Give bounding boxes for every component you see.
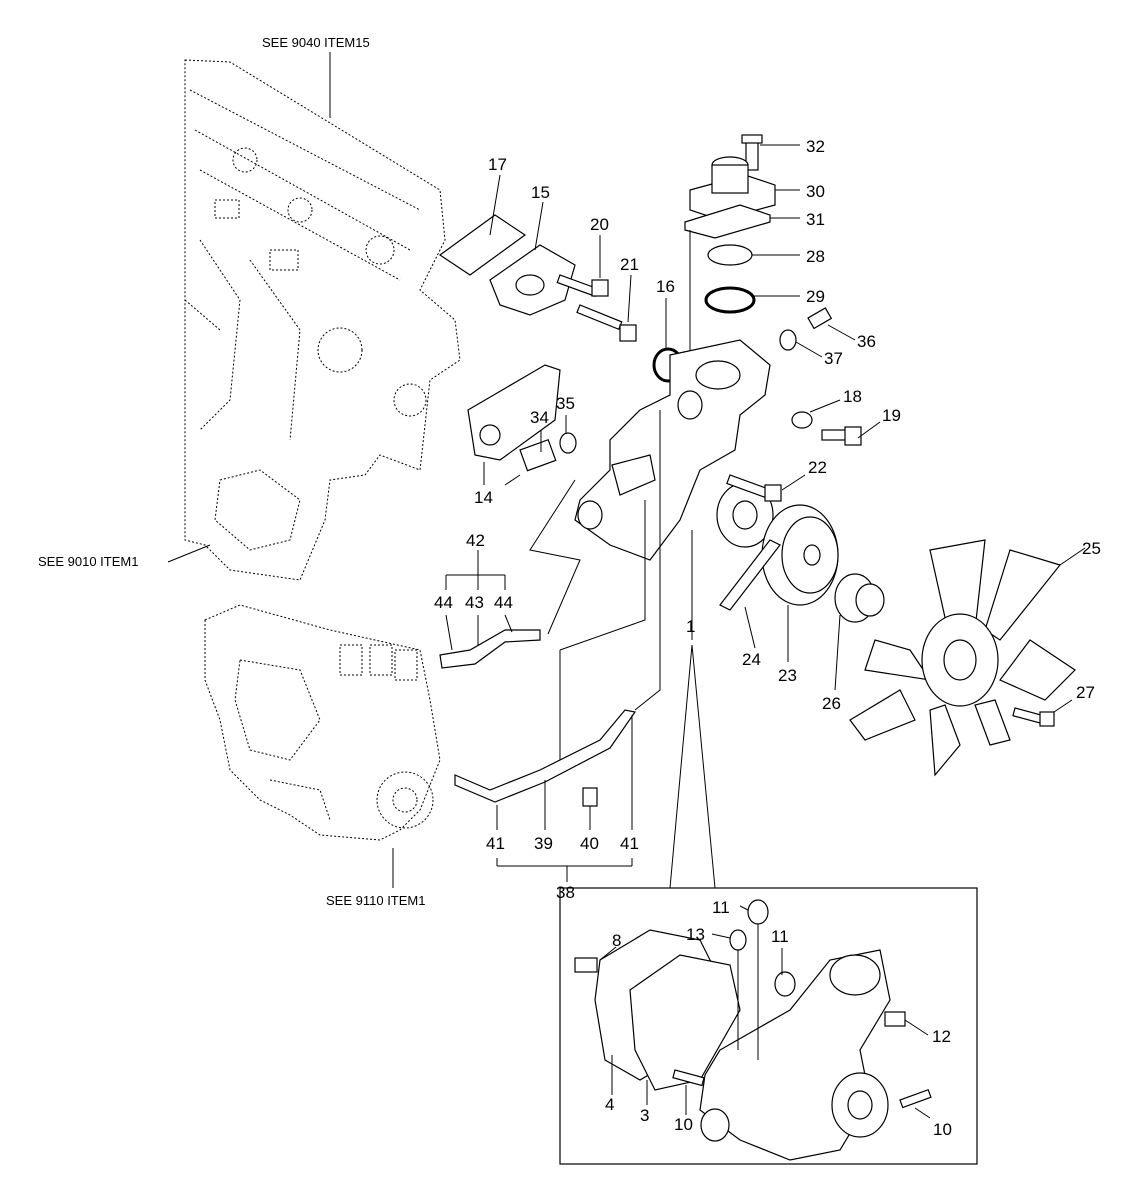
pulley-23 bbox=[761, 504, 839, 606]
bolt-27 bbox=[1012, 707, 1055, 727]
sensor-36 bbox=[807, 307, 833, 330]
gasket-17 bbox=[438, 214, 527, 276]
callout-12: 12 bbox=[932, 1027, 951, 1046]
washer-37 bbox=[779, 329, 797, 351]
detail-water-pump bbox=[574, 899, 932, 1161]
callout-35: 35 bbox=[556, 394, 575, 413]
callout-24: 24 bbox=[742, 650, 761, 669]
callout-32: 32 bbox=[806, 137, 825, 156]
washer-35 bbox=[559, 432, 577, 454]
bolt-22 bbox=[726, 474, 782, 502]
callout-19: 19 bbox=[882, 406, 901, 425]
callout-31: 31 bbox=[806, 210, 825, 229]
callout-4: 4 bbox=[605, 1095, 614, 1114]
callout-34: 34 bbox=[530, 408, 549, 427]
reference-see-9010-item1: SEE 9010 ITEM1 bbox=[38, 554, 138, 569]
callout-17: 17 bbox=[488, 155, 507, 174]
bolt-19 bbox=[821, 426, 862, 446]
plug-13 bbox=[729, 929, 747, 951]
callout-37: 37 bbox=[824, 349, 843, 368]
v-belt-24 bbox=[719, 539, 781, 611]
pin-10-left bbox=[672, 1069, 705, 1087]
callout-39: 39 bbox=[534, 834, 553, 853]
clamp-40 bbox=[582, 787, 598, 807]
callout-40: 40 bbox=[580, 834, 599, 853]
callout-29: 29 bbox=[806, 287, 825, 306]
bolt-20 bbox=[556, 235, 609, 297]
callout-10-left: 10 bbox=[674, 1115, 693, 1134]
hose-assembly-42 bbox=[439, 629, 541, 669]
callout-27: 27 bbox=[1076, 683, 1095, 702]
plug-11-side bbox=[774, 971, 796, 997]
callout-15: 15 bbox=[531, 183, 550, 202]
callout-44-left: 44 bbox=[434, 593, 453, 612]
plug-11-top bbox=[747, 899, 769, 925]
callout-3: 3 bbox=[640, 1106, 649, 1125]
reference-see-9040-item15: SEE 9040 ITEM15 bbox=[262, 35, 370, 50]
callout-13: 13 bbox=[686, 925, 705, 944]
callout-43: 43 bbox=[465, 593, 484, 612]
callout-41-left: 41 bbox=[486, 834, 505, 853]
temperature-sensor-34 bbox=[504, 438, 557, 486]
callout-11-top: 11 bbox=[712, 898, 730, 917]
cover-3 bbox=[629, 954, 741, 1091]
spacer-26 bbox=[834, 573, 885, 623]
reference-see-9110-item1: SEE 9110 ITEM1 bbox=[326, 893, 425, 908]
cooling-fan-25 bbox=[849, 539, 1076, 777]
plug-12 bbox=[884, 1011, 906, 1027]
engine-block-illustration bbox=[184, 59, 461, 581]
water-pump-body bbox=[574, 339, 774, 561]
callout-16: 16 bbox=[656, 277, 675, 296]
callout-22: 22 bbox=[808, 458, 827, 477]
callout-26: 26 bbox=[822, 694, 841, 713]
callout-23: 23 bbox=[778, 666, 797, 685]
callout-38: 38 bbox=[556, 883, 575, 902]
callout-36: 36 bbox=[857, 332, 876, 351]
bolt-21 bbox=[576, 274, 637, 342]
callout-10-right: 10 bbox=[933, 1120, 952, 1139]
callout-21: 21 bbox=[620, 255, 639, 274]
thermostat-stack bbox=[684, 134, 776, 314]
callout-14: 14 bbox=[474, 488, 493, 507]
washer-18 bbox=[791, 411, 813, 429]
callout-18: 18 bbox=[843, 387, 862, 406]
callout-20: 20 bbox=[590, 215, 609, 234]
injection-pump-illustration bbox=[204, 604, 441, 841]
callout-41-right: 41 bbox=[620, 834, 639, 853]
callout-1: 1 bbox=[686, 617, 695, 636]
detail-box-item-1 bbox=[559, 887, 978, 1165]
plug-8 bbox=[574, 957, 598, 973]
callout-30: 30 bbox=[806, 182, 825, 201]
callout-25: 25 bbox=[1082, 539, 1101, 558]
callout-11-side: 11 bbox=[771, 927, 789, 946]
callout-28: 28 bbox=[806, 247, 825, 266]
callout-42: 42 bbox=[466, 531, 485, 550]
callout-44-right: 44 bbox=[494, 593, 513, 612]
callout-8: 8 bbox=[612, 931, 621, 950]
pin-10-right bbox=[899, 1088, 932, 1109]
